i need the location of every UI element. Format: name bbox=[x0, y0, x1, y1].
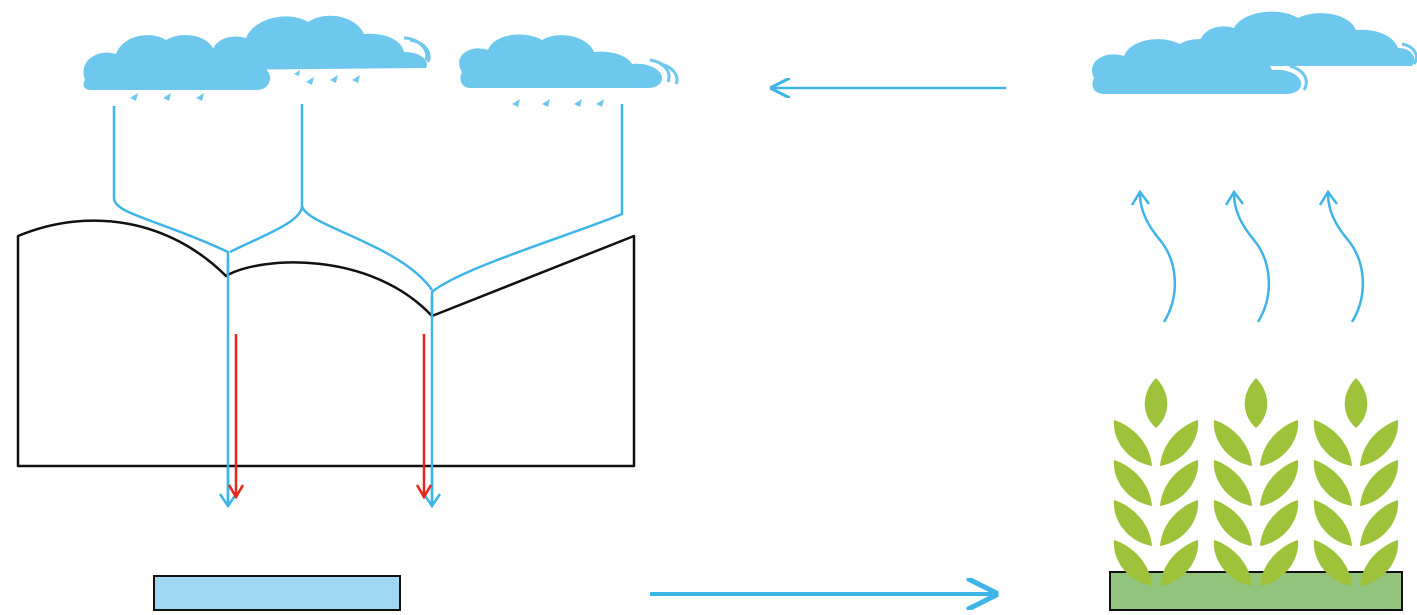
middle-cloud bbox=[459, 35, 677, 107]
runoff-arrowheads bbox=[220, 494, 440, 506]
wheat-stalks bbox=[1114, 378, 1398, 586]
rain-drops bbox=[512, 99, 604, 107]
right-cloud-group bbox=[1092, 12, 1416, 94]
evaporation-arrow bbox=[1140, 194, 1175, 322]
terrain bbox=[18, 221, 634, 466]
left-cloud-group bbox=[83, 16, 429, 101]
field-base bbox=[1110, 572, 1402, 610]
cloud-icon bbox=[459, 35, 677, 88]
evaporation-arrow bbox=[1328, 194, 1363, 322]
wheat-icon bbox=[1314, 378, 1398, 586]
crop-field bbox=[1110, 378, 1402, 610]
wheat-icon bbox=[1214, 378, 1298, 586]
reservoir bbox=[154, 576, 400, 610]
evaporation-arrow bbox=[1234, 194, 1269, 322]
cloud-icon bbox=[212, 16, 429, 70]
evaporation-arrows bbox=[1132, 192, 1363, 322]
wheat-icon bbox=[1114, 378, 1198, 586]
